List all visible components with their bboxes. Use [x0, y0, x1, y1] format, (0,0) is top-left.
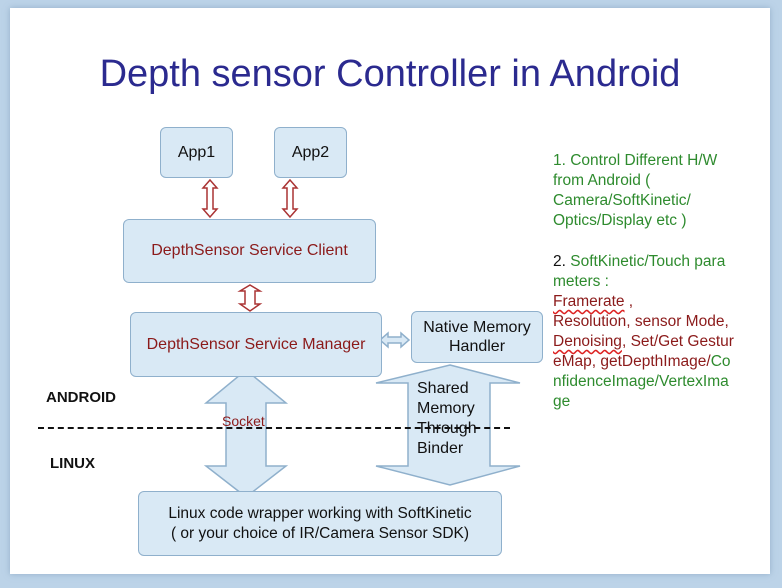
android-linux-divider: [38, 427, 510, 429]
linux-wrapper-box: Linux code wrapper working with SoftKine…: [138, 491, 502, 556]
note-point-2-number: 2.: [553, 253, 571, 270]
note-framerate: Framerate: [553, 293, 625, 310]
shared-memory-arrow: [375, 364, 521, 486]
native-memory-handler-box: Native Memory Handler: [411, 311, 543, 363]
note-confidence: ConfidenceImage/VertexImage: [553, 353, 731, 410]
service-manager-label: DepthSensor Service Manager: [146, 335, 366, 353]
app1-client-arrow: [201, 178, 219, 219]
socket-arrow: [203, 369, 289, 498]
note-point-2: 2. SoftKinetic/Touch parameters : Framer…: [553, 252, 735, 412]
manager-native-arrow: [378, 331, 411, 349]
note-point-1: 1. Control Different H/W from Android ( …: [553, 152, 718, 229]
note-point-2-heading: SoftKinetic/Touch parameters :: [553, 253, 726, 290]
client-manager-arrow: [237, 284, 263, 312]
app2-client-arrow: [281, 178, 299, 219]
note-set-get: Set/Get GestureMap, getDepthImage/: [553, 333, 734, 370]
note-framerate-comma: ,: [624, 293, 634, 310]
service-client-box: DepthSensor Service Client: [123, 219, 376, 283]
app2-box: App2: [274, 127, 347, 178]
linux-label: LINUX: [50, 455, 95, 472]
app2-label: App2: [291, 143, 330, 161]
socket-label: Socket: [222, 413, 265, 429]
note-denoising: Denoising: [553, 333, 622, 350]
app1-box: App1: [160, 127, 233, 178]
connector-arrows: [201, 178, 521, 498]
slide-title: Depth sensor Controller in Android: [99, 53, 681, 95]
native-memory-handler-label: Native Memory Handler: [423, 319, 531, 355]
shared-memory-label: Shared Memory Through Binder: [417, 380, 477, 457]
service-client-label: DepthSensor Service Client: [151, 242, 348, 259]
note-resolution: Resolution, sensor Mode,: [553, 313, 729, 330]
android-label: ANDROID: [46, 389, 116, 406]
linux-wrapper-line1: Linux code wrapper working with SoftKine…: [168, 504, 472, 522]
service-manager-box: DepthSensor Service Manager: [130, 312, 382, 377]
slide: Depth sensor Controller in Android App1: [10, 8, 770, 574]
app1-label: App1: [177, 143, 216, 161]
note-denoising-comma: ,: [621, 333, 627, 350]
linux-wrapper-line2: ( or your choice of IR/Camera Sensor SDK…: [170, 524, 470, 542]
